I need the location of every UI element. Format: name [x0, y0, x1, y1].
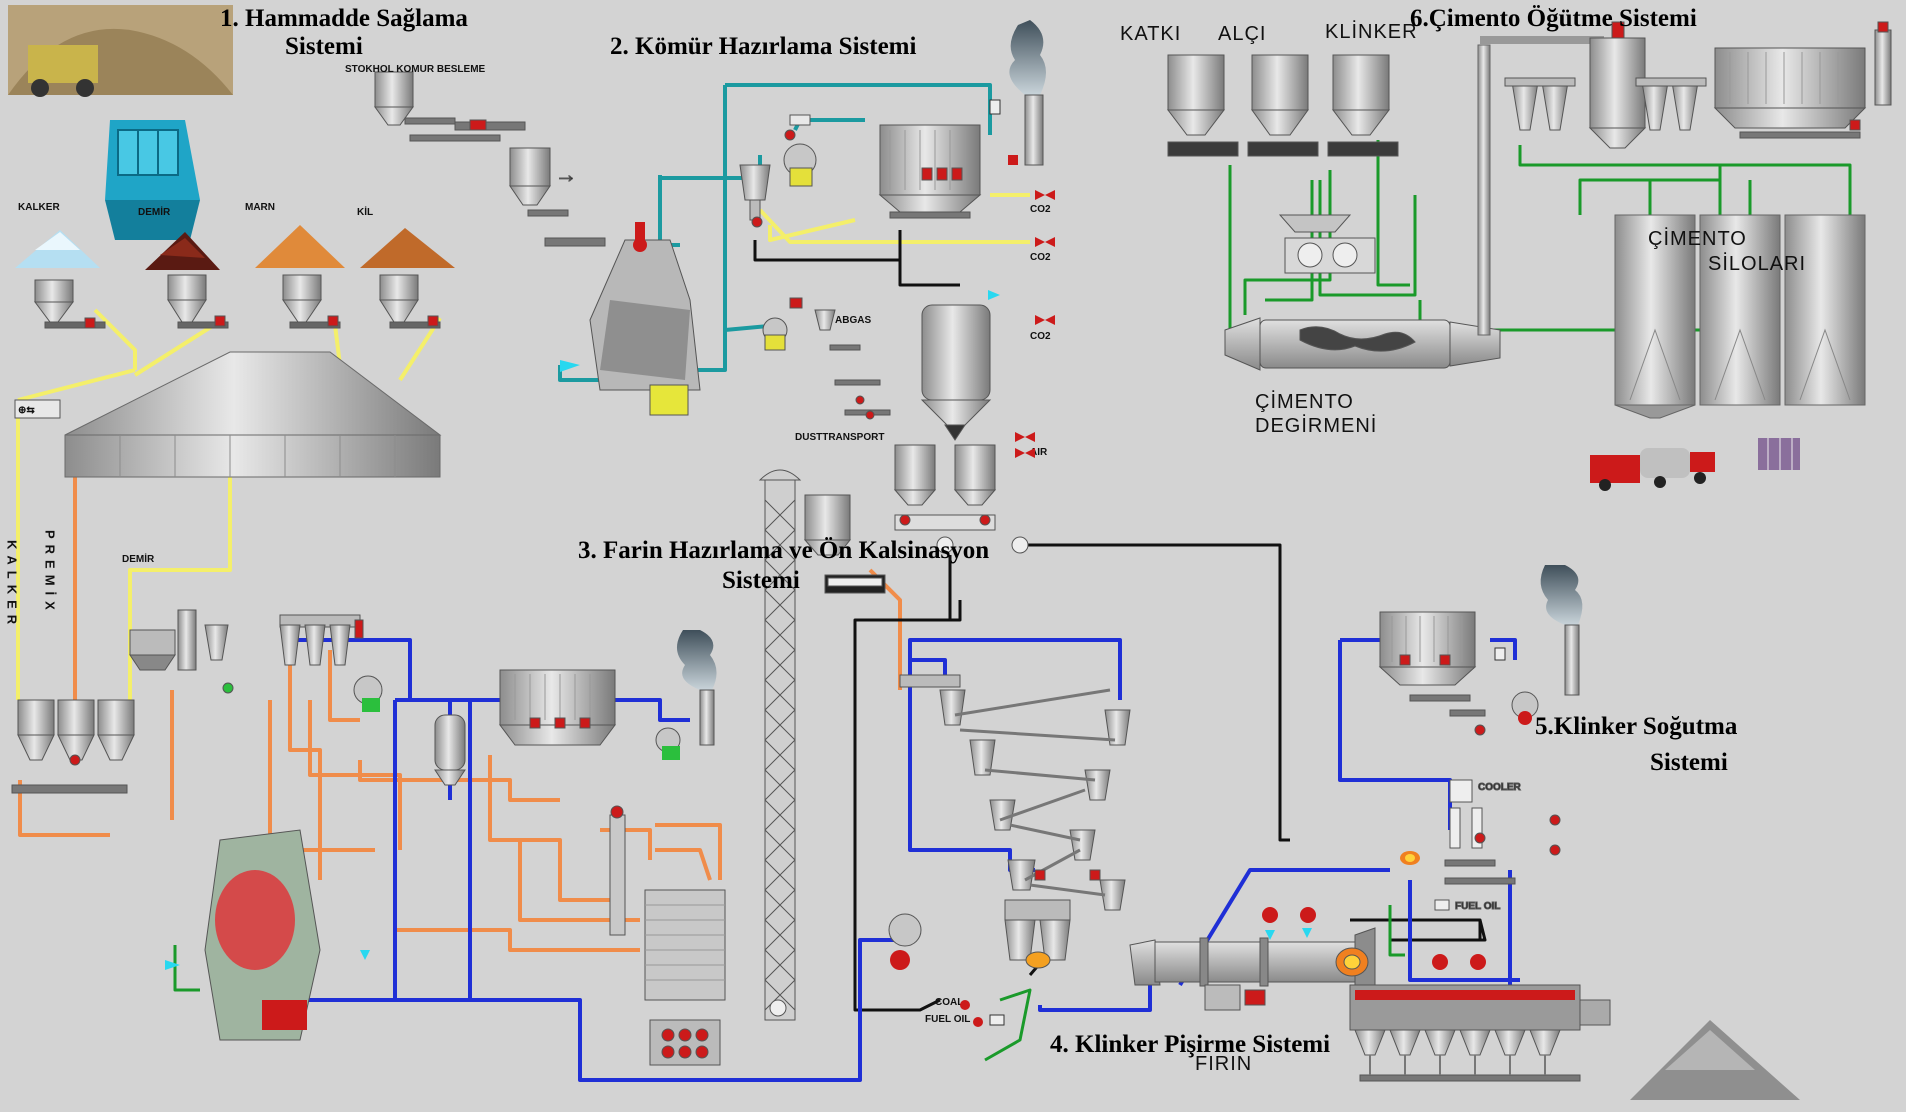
mill-feed-bins	[12, 700, 134, 793]
burner-flame	[1400, 851, 1420, 865]
cimento-silolari-label-1: ÇİMENTO	[1648, 227, 1747, 250]
demir-label: DEMİR	[138, 205, 171, 218]
coal-label: COAL	[935, 997, 963, 1008]
co2-label-3: CO2	[1030, 331, 1051, 342]
cement-elevator	[1478, 45, 1490, 335]
premix-vertical-label: PREMİX	[43, 530, 58, 616]
section-5-title-line2: Sistemi	[1650, 749, 1728, 776]
coal-silo	[922, 290, 1000, 440]
additive-bins	[1168, 55, 1398, 156]
demir-line-label: DEMİR	[122, 552, 155, 565]
raw-stack	[656, 630, 717, 760]
coal-fan	[784, 130, 816, 186]
blending-silo	[645, 890, 725, 1065]
fuel-oil-label: FUEL OIL	[925, 1014, 970, 1025]
preheater-tower	[900, 675, 1130, 968]
cooler-bag-filter	[1380, 612, 1485, 735]
kil-label: KİL	[357, 205, 373, 218]
abgas-label: ABGAS	[835, 315, 871, 326]
cement-mill	[1225, 318, 1500, 370]
co2-label-2: CO2	[1030, 252, 1051, 263]
raw-mill	[165, 830, 320, 1040]
svg-text:⊕⇆: ⊕⇆	[18, 405, 35, 416]
crusher-box	[105, 120, 200, 240]
katki-label: KATKI	[1120, 23, 1181, 45]
marn-pile	[255, 225, 345, 268]
kalker-pile	[15, 230, 100, 268]
cimento-degirmeni-label-1: ÇİMENTO	[1255, 390, 1354, 413]
cement-bags	[1758, 438, 1800, 470]
clinker-cooler-section: COOLER FUEL OIL	[1350, 565, 1800, 1100]
raw-hoppers	[35, 275, 440, 328]
prehomogenization-dome	[65, 352, 440, 477]
clinker-pile	[1630, 1020, 1800, 1100]
marn-label: MARN	[245, 202, 275, 213]
section-5-title-line1: 5.Klinker Soğutma	[1535, 713, 1738, 740]
coal-stack	[990, 20, 1046, 165]
roller-press	[1280, 215, 1375, 273]
cement-grinding-section: KATKI ALÇI KLİNKER ÇİMENTO DEGİRMENİ	[1120, 20, 1891, 491]
kiln-fan	[889, 914, 921, 970]
fuel-oil-label-2: FUEL OIL	[1455, 901, 1500, 912]
kalker-vertical-label: KALKER	[5, 540, 20, 630]
cooler-stack	[1495, 565, 1582, 725]
cimento-silolari-label-2: SİLOLARI	[1708, 252, 1806, 275]
klinker-label: KLİNKER	[1325, 20, 1418, 43]
dusttransport-label: DUSTTRANSPORT	[795, 432, 884, 443]
svg-text:→: →	[555, 162, 577, 187]
coal-bag-filter	[880, 125, 980, 218]
alci-label: ALÇI	[1218, 23, 1266, 45]
section-1-title-line2: Sistemi	[285, 33, 363, 60]
cement-truck	[1590, 448, 1715, 491]
clinker-cooler	[1350, 985, 1610, 1081]
cimento-degirmeni-label-2: DEGİRMENİ	[1255, 414, 1377, 437]
cement-bag-filter	[1715, 22, 1891, 138]
section-4-title: 4. Klinker Pişirme Sistemi	[1050, 1031, 1330, 1058]
raw-bag-filter	[500, 670, 615, 745]
raw-mill-fan	[354, 676, 382, 712]
stokhol-label: STOKHOL KOMUR BESLEME	[345, 64, 486, 75]
section-3-title-line2: Sistemi	[722, 567, 800, 594]
section-2-title: 2. Kömür Hazırlama Sistemi	[610, 33, 916, 60]
section-3-title-line1: 3. Farin Hazırlama ve Ön Kalsinasyon	[578, 537, 989, 564]
rotary-kiln	[1130, 928, 1375, 995]
coal-mill	[560, 222, 700, 415]
raw-mill-separator	[435, 715, 465, 785]
section-6-title: 6.Çimento Öğütme Sistemi	[1410, 5, 1697, 32]
co2-label-1: CO2	[1030, 204, 1051, 215]
cooler-label: COOLER	[1478, 782, 1522, 793]
kiln-drive	[1205, 985, 1265, 1010]
kalker-label: KALKER	[18, 202, 60, 213]
kil-pile	[360, 228, 455, 268]
section-1-title-line1: 1. Hammadde Sağlama	[220, 5, 468, 32]
